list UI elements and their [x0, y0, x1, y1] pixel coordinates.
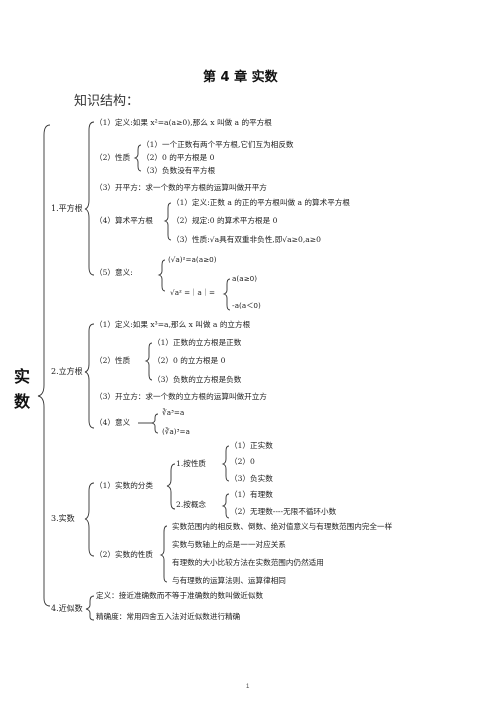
s2-meaning-2: (∛a)³=a: [162, 427, 190, 436]
s4-label: 4.近似数: [51, 604, 83, 613]
s2-prop-2: （2）0 的立方根是 0: [153, 356, 226, 365]
brace-s1-meaning: [157, 259, 166, 292]
s2-label: 2.立方根: [51, 367, 83, 376]
s1-label: 1.平方根: [51, 204, 83, 213]
brace-s3-props: [159, 525, 168, 583]
s1-meaning-2b: -a(a＜0): [232, 301, 261, 310]
s3-prop-2: 实数与数轴上的点是一一对应关系: [172, 540, 286, 549]
s3-by-sign-label: 1.按性质: [176, 459, 207, 468]
s3-prop-label: （2）实数的性质: [95, 550, 153, 559]
s4-item-1: 定义：接近准确数而不等于准确数的数叫做近似数: [96, 591, 264, 600]
brace-s2-props: [144, 342, 153, 381]
brace-s3: [84, 482, 95, 557]
s3-prop-3: 有理数的大小比较方法在实数范围内仍然适用: [172, 558, 324, 567]
section-subtitle: 知识结构：: [74, 94, 140, 109]
page-number: 1: [246, 684, 250, 690]
s1-prop-1: （1）一个正数有两个平方根,它们互为相反数: [142, 140, 294, 149]
s3-by-concept-1: （1）有理数: [230, 490, 273, 499]
brace-s3-concept: [221, 493, 230, 519]
s2-prop-1: （1）正数的立方根是正数: [153, 338, 242, 347]
root-char-1: 实: [14, 367, 31, 386]
s1-meaning-2: √a² =｜a｜=: [170, 288, 215, 297]
s1-meaning-label: （5）意义:: [95, 268, 133, 277]
s3-prop-1: 实数范围内的相反数、倒数、绝对值意义与有理数范围内完全一样: [172, 522, 393, 531]
s2-meaning-label: （4）意义: [95, 418, 131, 427]
s1-meaning-1: (√a)²=a(a≥0): [168, 255, 217, 264]
s1-arith-1: （1）定义:正数 a 的正的平方根叫做 a 的算术平方根: [172, 198, 350, 207]
s1-def: （1）定义:如果 x²=a(a≥0),那么 x 叫做 a 的平方根: [95, 118, 272, 127]
s1-arith-label: （4）算术平方根: [95, 216, 153, 225]
brace-s4: [85, 595, 95, 621]
s3-by-concept-label: 2.按概念: [176, 500, 207, 509]
s2-def: （1）定义:如果 x³=a,那么 x 叫做 a 的立方根: [95, 320, 251, 329]
s4-item-2: 精确度：常用四舍五入法对近似数进行精确: [96, 612, 241, 621]
s3-by-sign-2: （2）0: [230, 457, 255, 466]
brace-s1-props: [133, 144, 142, 172]
s3-by-sign-3: （3）负实数: [230, 474, 273, 483]
page-title: 第 4 章 实数: [203, 70, 278, 85]
s2-prop-label: （2）性质: [95, 356, 131, 365]
brace-s1-arith: [163, 202, 172, 241]
s1-kai: （3）开平方：求一个数的平方根的运算叫做开平方: [95, 183, 267, 192]
brace-main: [37, 124, 51, 607]
root-char-2: 数: [14, 392, 31, 411]
brace-s3-class: [166, 463, 176, 510]
s2-kai: （3）开立方：求一个数的立方根的运算叫做开立方: [95, 392, 267, 401]
brace-s2-meaning: [150, 413, 159, 434]
s2-prop-3: （3）负数的立方根是负数: [153, 375, 242, 384]
s1-prop-label: （2）性质: [95, 153, 131, 162]
s1-arith-3: （3）性质:√a具有双重非负性,即√a≥0,a≥0: [172, 235, 321, 244]
brace-s3-sign: [221, 445, 230, 482]
s1-arith-2: （2）规定:0 的算术平方根是 0: [172, 216, 278, 225]
s3-by-sign-1: （1）正实数: [230, 441, 273, 450]
s1-meaning-2a: a(a≥0): [232, 274, 258, 283]
s2-meaning-1: ∛a³=a: [162, 408, 185, 417]
s1-prop-3: （3）负数没有平方根: [142, 166, 216, 175]
s3-label: 3.实数: [51, 514, 75, 523]
s3-prop-4: 与有理数的运算法则、运算律相同: [172, 576, 286, 585]
brace-s1: [84, 121, 95, 276]
s3-class-label: （1）实数的分类: [95, 481, 153, 490]
brace-s2: [84, 323, 95, 429]
s3-by-concept-2: （2）无理数----无限不循环小数: [230, 507, 337, 516]
s1-prop-2: （2）0 的平方根是 0: [142, 153, 215, 162]
brace-s1-abs: [222, 278, 231, 311]
